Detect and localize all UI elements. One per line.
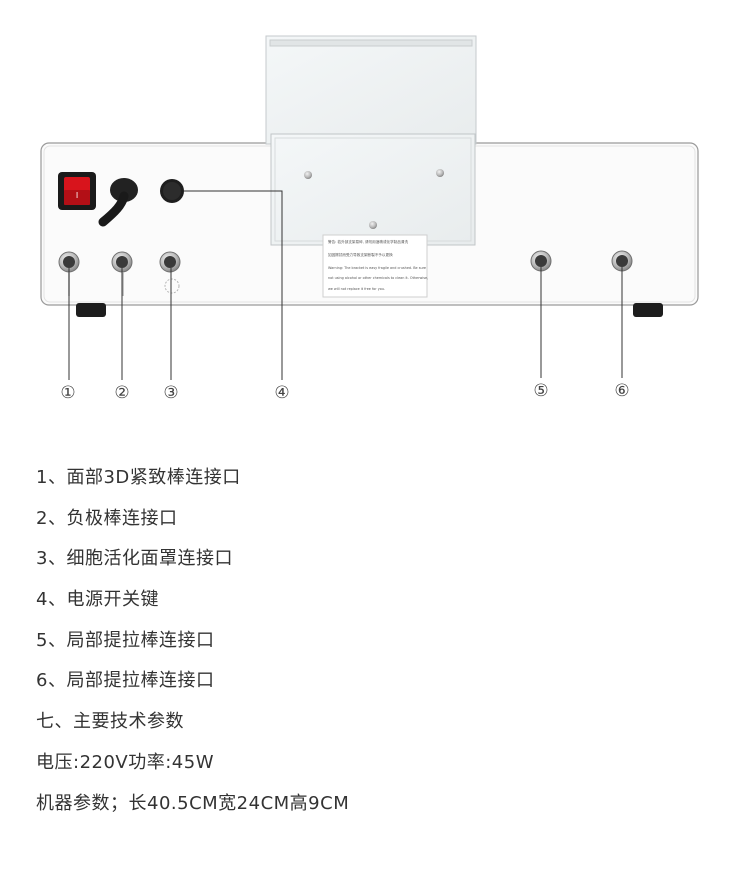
- connector-port-2: [111, 251, 133, 296]
- rubber-foot: [633, 303, 663, 317]
- screw-icon: [369, 221, 377, 229]
- power-switch: I: [58, 172, 96, 210]
- leader-line-4: [184, 190, 283, 380]
- spec-item: 5、局部提拉棒连接口: [36, 629, 215, 651]
- rubber-foot: [76, 303, 106, 317]
- spec-item: 1、面部3D紧致棒连接口: [36, 467, 241, 488]
- switch-on-mark-icon: I: [76, 191, 78, 200]
- spec-item: 3、细胞活化面罩连接口: [36, 548, 233, 570]
- spec-item: 4、电源开关键: [36, 589, 159, 611]
- callout-2: ②: [114, 383, 130, 403]
- spec-item: 电压:220V功率:45W: [36, 751, 215, 773]
- callout-1: ①: [60, 383, 76, 403]
- warning-line: 警告: 若外部支架易碎, 请勿用酒精或化学制品清洗: [328, 239, 409, 244]
- spec-item: 2、负极棒连接口: [36, 507, 178, 529]
- connector-port-5: [530, 250, 552, 272]
- warning-label: 警告: 若外部支架易碎, 请勿用酒精或化学制品清洗 如因擦拭而受力导致支架断裂不…: [322, 234, 428, 298]
- warning-line: 如因擦拭而受力导致支架断裂不予以更换: [328, 252, 393, 257]
- warning-line: Warning: The bracket is easy fragile and…: [328, 266, 426, 270]
- callout-4: ④: [274, 383, 290, 403]
- connector-port-6: [611, 250, 633, 272]
- screw-icon: [304, 171, 312, 179]
- warning-line: not using alcohol or other chemicals to …: [328, 276, 428, 280]
- spec-list: 1、面部3D紧致棒连接口 2、负极棒连接口 3、细胞活化面罩连接口 4、电源开关…: [36, 462, 349, 828]
- warning-line: we will not replace it free for you.: [328, 287, 385, 291]
- spec-item: 机器参数；长40.5CM宽24CM高9CM: [36, 792, 350, 814]
- acrylic-bracket: [265, 35, 477, 246]
- power-cord: [98, 178, 138, 227]
- screw-icon: [436, 169, 444, 177]
- spec-item: 6、局部提拉棒连接口: [36, 670, 215, 692]
- leader-lines: [68, 190, 623, 380]
- product-rear-panel-image: 警告: 若外部支架易碎, 请勿用酒精或化学制品清洗 如因擦拭而受力导致支架断裂不…: [40, 35, 699, 380]
- callout-6: ⑥: [614, 381, 630, 401]
- face-mask-icon: [164, 278, 180, 294]
- connector-port-3: [159, 251, 181, 294]
- fuse-holder: [160, 179, 184, 203]
- callout-3: ③: [163, 383, 179, 403]
- callout-5: ⑤: [533, 381, 549, 401]
- spec-heading: 七、主要技术参数: [36, 711, 184, 733]
